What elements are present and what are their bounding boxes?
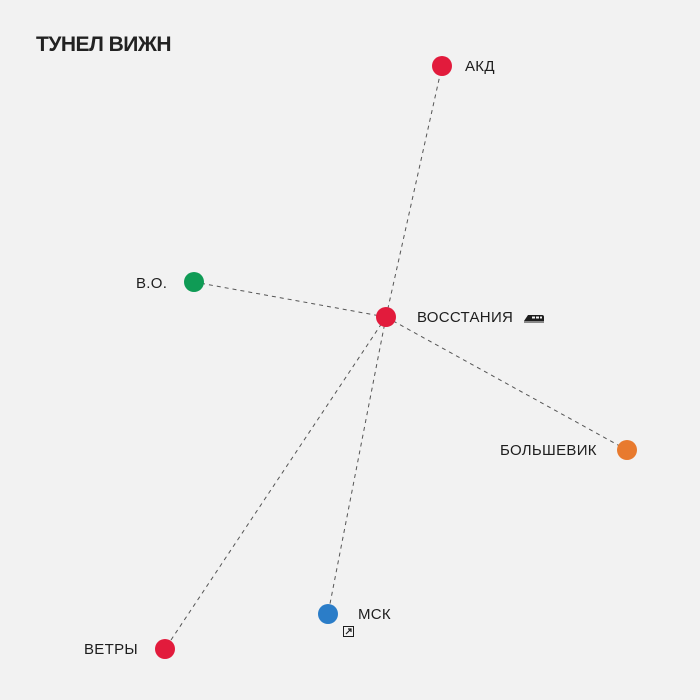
station-label-akd: АКД	[465, 58, 495, 75]
station-label-msk: МСК	[358, 606, 391, 623]
train-icon	[524, 315, 544, 323]
connection-vosstania-akd	[385, 65, 443, 318]
airplane-icon	[343, 626, 354, 637]
station-label-vosstania: ВОССТАНИЯ	[417, 309, 514, 326]
station-node-msk	[318, 604, 338, 624]
station-label-vo: В.О.	[136, 275, 168, 292]
station-label-bolshevik: БОЛЬШЕВИК	[500, 442, 597, 459]
connection-vosstania-vetry	[164, 316, 387, 650]
station-node-vosstania	[376, 307, 396, 327]
connection-vosstania-bolshevik	[385, 316, 628, 451]
connection-vosstania-vo	[193, 281, 387, 318]
connection-vosstania-msk	[327, 316, 387, 615]
station-node-akd	[432, 56, 452, 76]
diagram-title: ТУНЕЛ ВИЖН	[36, 33, 172, 56]
station-node-bolshevik	[617, 440, 637, 460]
station-node-vetry	[155, 639, 175, 659]
station-label-vetry: ВЕТРЫ	[84, 641, 138, 658]
station-node-vo	[184, 272, 204, 292]
